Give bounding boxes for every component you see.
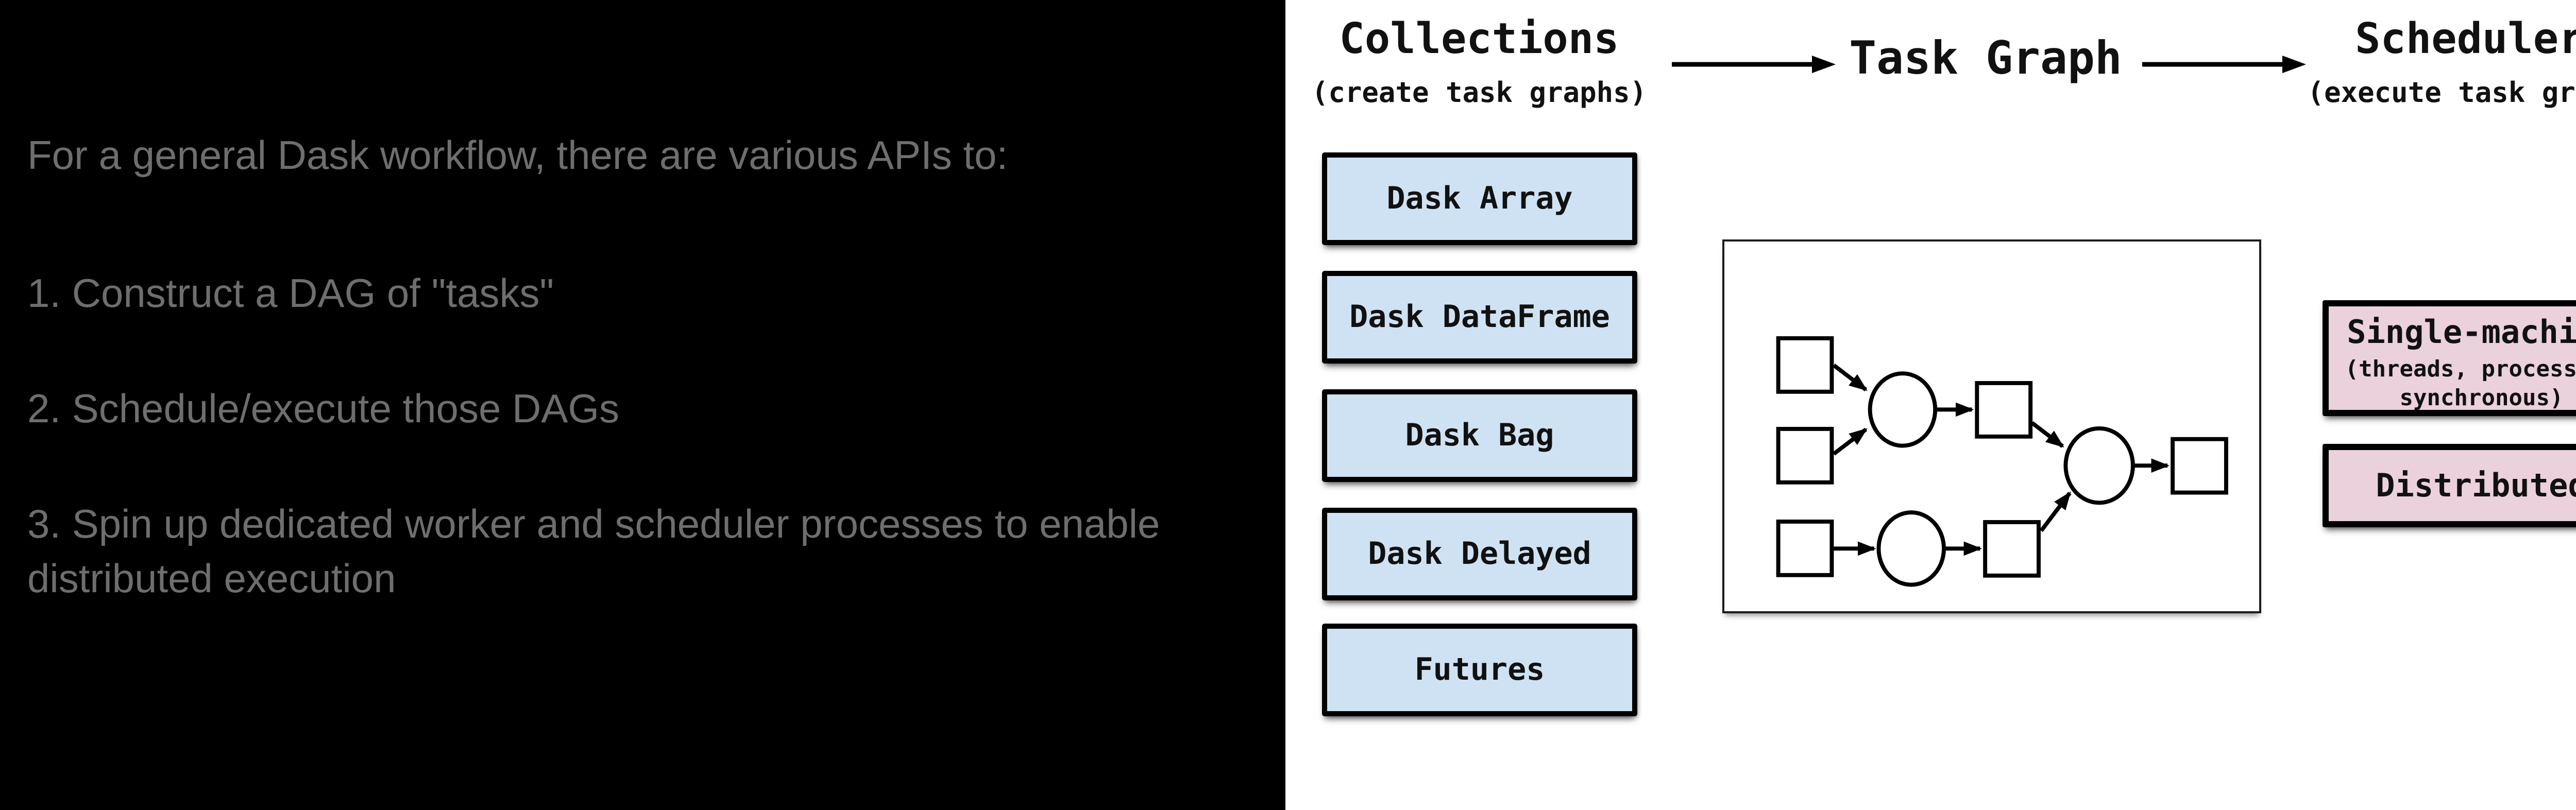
workflow-item-3-line2: distributed execution <box>27 556 396 601</box>
collection-box-dask-array: Dask Array <box>1322 152 1637 245</box>
dag-edge-arrow <box>1833 364 1868 391</box>
collection-box-dask-bag: Dask Bag <box>1322 389 1637 482</box>
collection-box-futures: Futures <box>1322 624 1637 716</box>
intro-text: For a general Dask workflow, there are v… <box>27 132 1008 178</box>
collection-box-label: Dask Bag <box>1405 417 1554 453</box>
dag-square-node <box>1776 426 1834 485</box>
collection-box-dask-delayed: Dask Delayed <box>1322 508 1637 600</box>
task-graph-header: Task Graph <box>1849 31 2122 84</box>
collection-box-dask-dataframe: Dask DataFrame <box>1322 271 1637 364</box>
dag-square-node <box>1975 381 2033 439</box>
single-machine-title: Single-machine <box>2347 313 2576 351</box>
dag-square-node <box>1776 336 1834 394</box>
distributed-title: Distributed <box>2376 467 2576 504</box>
collections-header: Collections <box>1339 14 1619 63</box>
dag-edge-arrow <box>2039 491 2072 532</box>
collection-box-label: Dask DataFrame <box>1349 299 1610 335</box>
collection-box-label: Futures <box>1414 651 1545 687</box>
flow-arrow-icon <box>2142 51 2307 77</box>
single-machine-subtitle-line2: synchronous) <box>2399 385 2564 411</box>
single-machine-subtitle-line1: (threads, processes, <box>2345 356 2576 382</box>
dag-square-node <box>1983 520 2041 578</box>
workflow-item-1: 1. Construct a DAG of "tasks" <box>27 270 554 316</box>
dag-square-node <box>1776 519 1834 577</box>
dag-circle-node <box>1876 510 1946 587</box>
dag-square-node <box>2171 437 2228 495</box>
collection-box-label: Dask Delayed <box>1368 536 1591 572</box>
notes-panel: For a general Dask workflow, there are v… <box>0 0 1285 810</box>
collection-box-label: Dask Array <box>1386 180 1573 216</box>
single-machine-box: Single-machine (threads, processes, sync… <box>2323 300 2576 416</box>
dag-edge-arrow <box>1833 427 1868 456</box>
distributed-box: Distributed <box>2323 444 2576 527</box>
dag-circle-node <box>2063 426 2135 505</box>
schedulers-subtitle: (execute task graphs) <box>2307 76 2576 109</box>
schedulers-header: Schedulers <box>2355 14 2576 63</box>
workflow-item-3-line1: 3. Spin up dedicated worker and schedule… <box>27 501 1160 546</box>
dag-circle-node <box>1868 371 1938 448</box>
task-graph-diagram <box>1776 336 2228 587</box>
workflow-item-2: 2. Schedule/execute those DAGs <box>27 386 620 431</box>
dag-edge-arrow <box>2030 421 2064 448</box>
collections-subtitle: (create task graphs) <box>1311 76 1647 109</box>
task-graph-panel <box>1722 239 2261 613</box>
flow-arrow-icon <box>1672 51 1837 77</box>
